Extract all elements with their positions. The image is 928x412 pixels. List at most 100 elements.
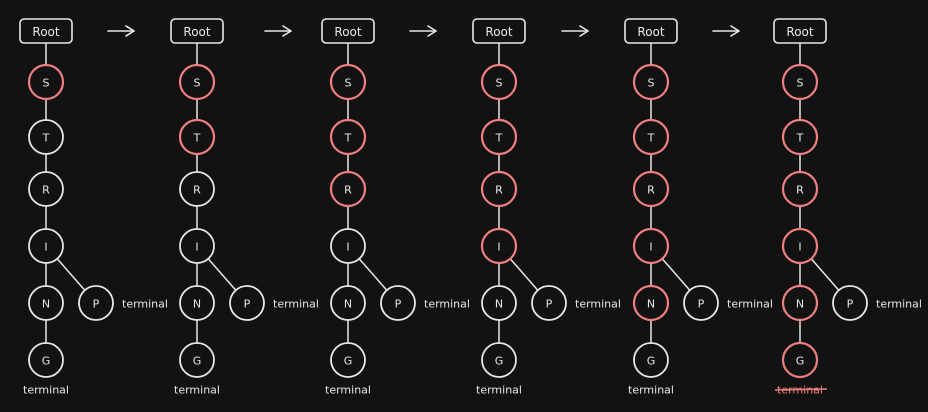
root-node — [773, 18, 827, 44]
node-t-label: T — [796, 132, 804, 145]
node-p-label: P — [395, 298, 402, 311]
node-p — [832, 285, 868, 321]
node-i-label: I — [346, 241, 349, 254]
arrow-2-head — [282, 25, 292, 37]
root-label: Root — [637, 25, 664, 39]
node-n-label: N — [647, 298, 655, 311]
terminal-label-p: terminal — [575, 298, 621, 311]
node-r-label: R — [193, 184, 201, 197]
node-i-label: I — [649, 241, 652, 254]
node-s-highlighted — [178, 63, 216, 101]
node-g — [330, 342, 366, 378]
node-p-label: P — [546, 298, 553, 311]
terminal-label-g: terminal — [174, 384, 220, 397]
node-n-label: N — [42, 298, 50, 311]
node-g — [28, 342, 64, 378]
terminal-label-p: terminal — [876, 298, 922, 311]
node-g-label: G — [495, 355, 504, 368]
node-n-label: N — [344, 298, 352, 311]
node-r-label: R — [796, 184, 804, 197]
node-r-label: R — [344, 184, 352, 197]
node-g-label: G — [647, 355, 656, 368]
node-r-highlighted — [480, 170, 518, 208]
node-t-highlighted — [178, 118, 216, 156]
node-p — [78, 285, 114, 321]
node-g-label: G — [193, 355, 202, 368]
node-s-label: S — [797, 77, 804, 90]
node-t-highlighted — [781, 118, 819, 156]
node-t-label: T — [193, 132, 201, 145]
node-n — [179, 285, 215, 321]
terminal-label-g: terminal — [325, 384, 371, 397]
edge-i-p — [661, 258, 691, 291]
node-n-label: N — [495, 298, 503, 311]
node-r — [179, 171, 215, 207]
terminal-label-p: terminal — [122, 298, 168, 311]
node-p — [683, 285, 719, 321]
node-p-label: P — [847, 298, 854, 311]
terminal-label-p: terminal — [424, 298, 470, 311]
node-i-label: I — [195, 241, 198, 254]
root-label: Root — [32, 25, 59, 39]
node-s-highlighted — [632, 63, 670, 101]
node-r-highlighted — [329, 170, 367, 208]
node-g-highlighted — [781, 341, 819, 379]
node-i — [330, 228, 366, 264]
node-s-highlighted — [27, 63, 65, 101]
terminal-label-g: terminal — [628, 384, 674, 397]
root-label: Root — [334, 25, 361, 39]
node-r-label: R — [495, 184, 503, 197]
node-p-label: P — [244, 298, 251, 311]
root-label: Root — [786, 25, 813, 39]
node-i-label: I — [44, 241, 47, 254]
root-label: Root — [183, 25, 210, 39]
edge-i-p — [509, 258, 539, 291]
node-n — [28, 285, 64, 321]
node-i — [28, 228, 64, 264]
node-t-label: T — [42, 132, 50, 145]
node-n — [481, 285, 517, 321]
terminal-strikethrough — [774, 388, 828, 391]
node-s-label: S — [43, 77, 50, 90]
edge-i-p — [358, 258, 388, 291]
node-t-label: T — [495, 132, 503, 145]
node-i-label: I — [798, 241, 801, 254]
node-t-highlighted — [632, 118, 670, 156]
node-r — [28, 171, 64, 207]
arrow-4-head — [579, 25, 589, 37]
node-r-highlighted — [781, 170, 819, 208]
node-t-label: T — [344, 132, 352, 145]
node-p — [380, 285, 416, 321]
node-s-label: S — [648, 77, 655, 90]
node-i-highlighted — [781, 227, 819, 265]
terminal-label-g: terminal — [476, 384, 522, 397]
node-s-highlighted — [329, 63, 367, 101]
node-r-highlighted — [632, 170, 670, 208]
node-n-label: N — [796, 298, 804, 311]
node-s-label: S — [496, 77, 503, 90]
root-node — [170, 18, 224, 44]
node-r-label: R — [647, 184, 655, 197]
edge-i-p — [207, 258, 237, 291]
node-t-highlighted — [480, 118, 518, 156]
node-s-label: S — [194, 77, 201, 90]
node-t-highlighted — [329, 118, 367, 156]
node-n-highlighted — [632, 284, 670, 322]
node-p-label: P — [698, 298, 705, 311]
root-node — [321, 18, 375, 44]
node-n-highlighted — [781, 284, 819, 322]
root-label: Root — [485, 25, 512, 39]
node-i-label: I — [497, 241, 500, 254]
node-n — [330, 285, 366, 321]
node-p-label: P — [93, 298, 100, 311]
node-g — [481, 342, 517, 378]
root-node — [472, 18, 526, 44]
root-node — [19, 18, 73, 44]
node-p — [229, 285, 265, 321]
node-g-label: G — [796, 355, 805, 368]
arrow-5-head — [730, 25, 740, 37]
node-i-highlighted — [480, 227, 518, 265]
arrow-3-head — [427, 25, 437, 37]
node-g-label: G — [344, 355, 353, 368]
